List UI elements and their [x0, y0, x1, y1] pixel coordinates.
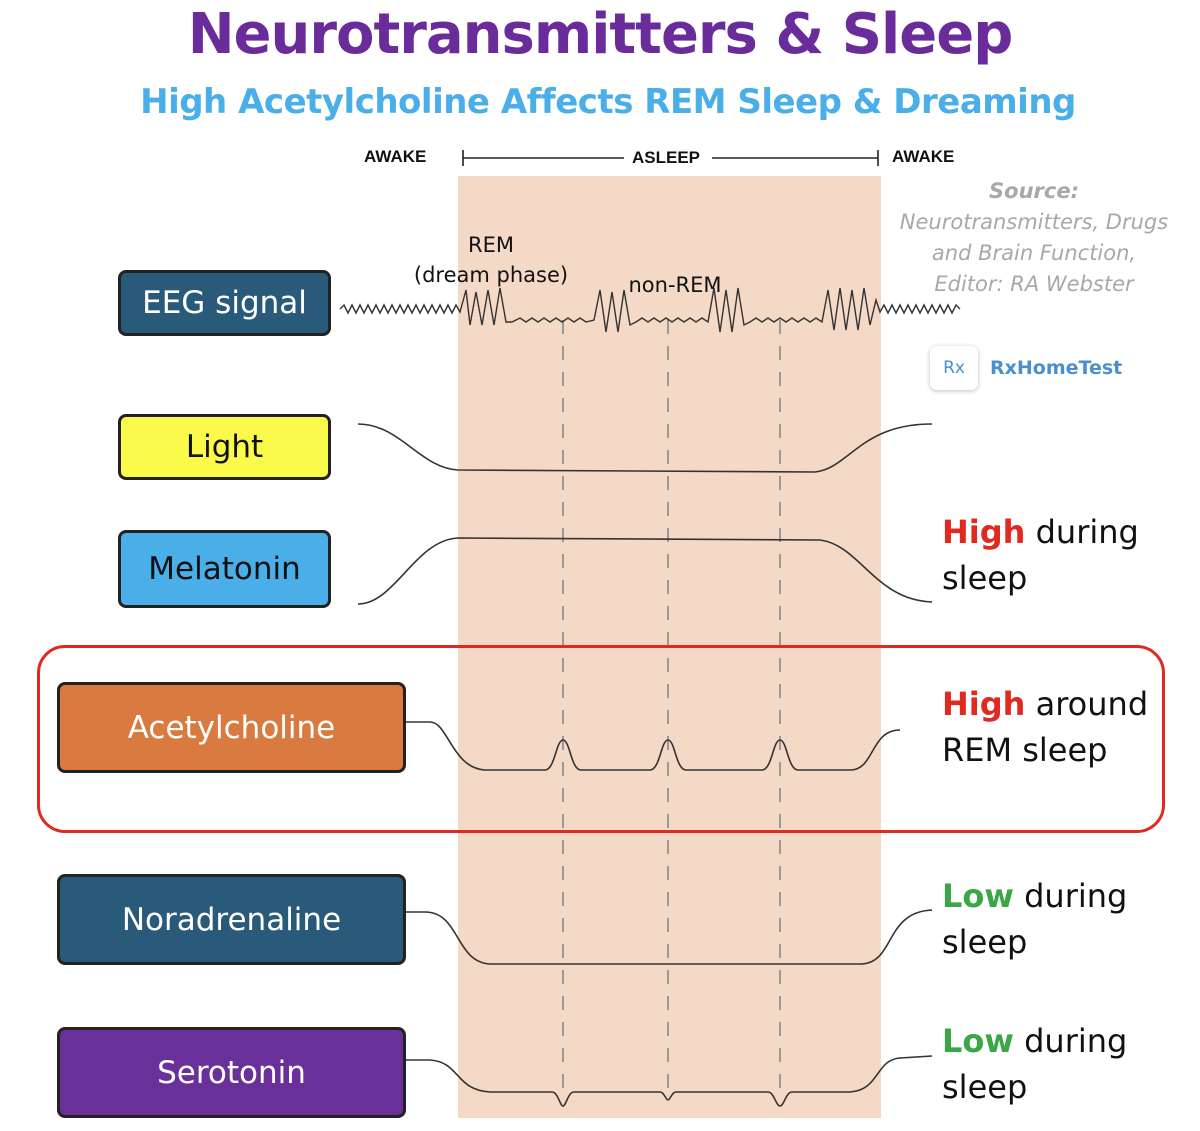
noradrenaline-note: Low during sleep: [942, 873, 1127, 965]
rx-logo-text: RxHomeTest: [990, 357, 1123, 379]
non-rem-label: non-REM: [628, 273, 722, 297]
rem-dream-label: (dream phase): [413, 263, 569, 287]
awake-left-label: AWAKE: [364, 147, 427, 166]
source-line: and Brain Function,: [931, 241, 1137, 265]
melatonin-label: Melatonin: [118, 530, 331, 608]
serotonin-note: Low during sleep: [942, 1018, 1127, 1110]
source-heading: Source:: [989, 179, 1079, 203]
note-text: sleep: [942, 559, 1028, 597]
rem-period-markers: [562, 320, 781, 1100]
rem-annotation: REM (dream phase): [400, 230, 582, 290]
light-label: Light: [118, 414, 331, 480]
melatonin-curve: [357, 537, 933, 605]
rx-logo-badge: Rx: [943, 358, 965, 378]
note-emphasis: Low: [942, 1022, 1014, 1060]
light-curve: [357, 423, 933, 473]
note-text: sleep: [942, 1068, 1028, 1106]
note-text: REM sleep: [942, 731, 1108, 769]
acetylcholine-label: Acetylcholine: [57, 682, 406, 773]
note-emphasis: Low: [942, 877, 1014, 915]
page-title: Neurotransmitters & Sleep: [187, 2, 1014, 67]
noradrenaline-curve: [405, 909, 933, 965]
awake-right-label: AWAKE: [892, 147, 955, 166]
noradrenaline-label: Noradrenaline: [57, 874, 406, 965]
acetylcholine-curve: [405, 721, 901, 771]
source-citation: Source: Neurotransmitters, Drugs and Bra…: [895, 176, 1173, 300]
note-text: around: [1025, 685, 1149, 723]
eeg-signal-label: EEG signal: [118, 270, 331, 336]
eeg-signal-trace: [339, 287, 961, 333]
asleep-label: ASLEEP: [632, 148, 701, 167]
serotonin-label: Serotonin: [57, 1027, 406, 1118]
source-line: Neurotransmitters, Drugs: [899, 210, 1169, 234]
page-subtitle: High Acetylcholine Affects REM Sleep & D…: [140, 82, 1076, 122]
note-emphasis: High: [942, 685, 1026, 723]
rx-logo-icon: Rx: [930, 346, 978, 390]
note-text: during: [1025, 513, 1139, 551]
acetylcholine-note: High around REM sleep: [942, 681, 1148, 773]
melatonin-note: High during sleep: [942, 509, 1139, 601]
note-text: during: [1013, 1022, 1128, 1060]
rem-label: REM: [468, 233, 514, 257]
source-line: Editor: RA Webster: [934, 272, 1134, 296]
note-text: sleep: [942, 923, 1028, 961]
note-emphasis: High: [942, 513, 1026, 551]
note-text: during: [1013, 877, 1128, 915]
acetylcholine-highlight-box: [37, 645, 1165, 833]
serotonin-curve: [405, 1055, 933, 1107]
